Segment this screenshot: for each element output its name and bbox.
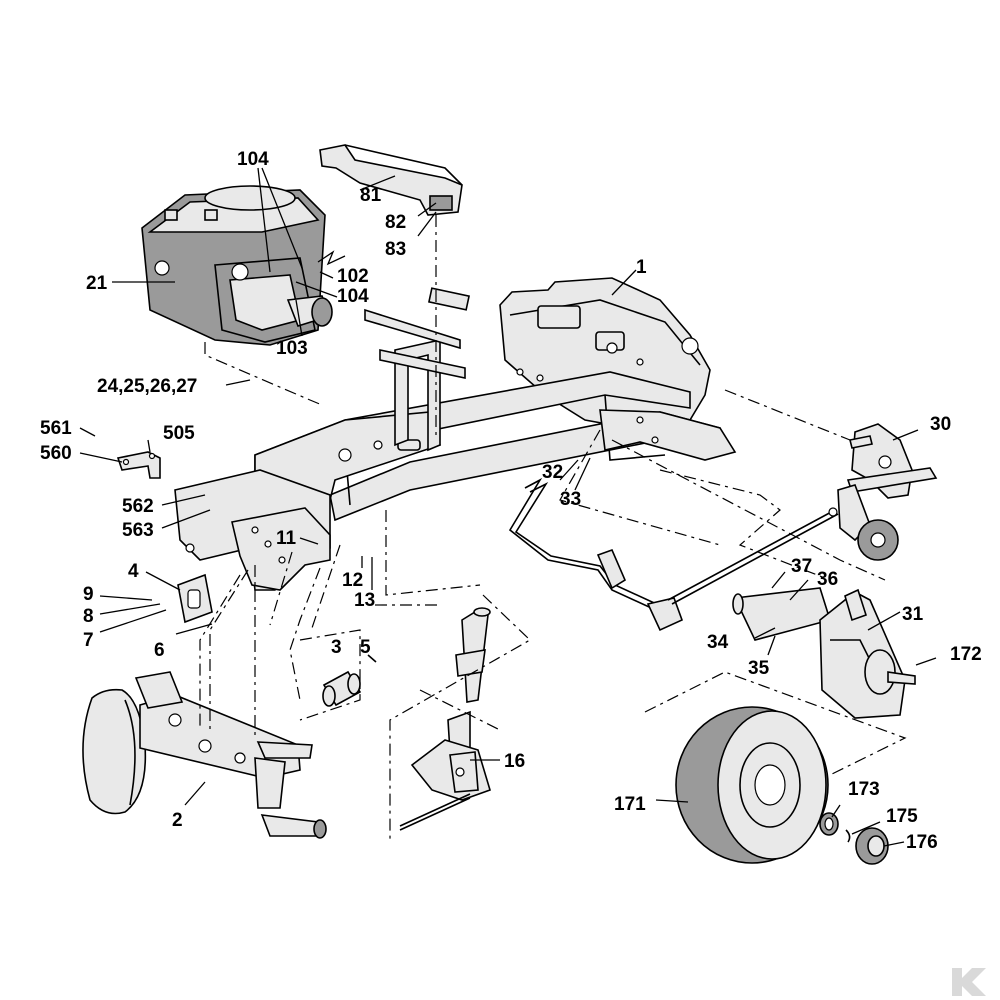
callout-505: 505	[163, 423, 195, 444]
bushing-part	[322, 670, 362, 707]
callout-172: 172	[950, 644, 982, 665]
callout-13: 13	[354, 590, 375, 611]
callout-104-right: 104	[337, 286, 369, 307]
callout-11: 11	[276, 528, 297, 549]
callout-33: 33	[560, 489, 581, 510]
callout-171: 171	[614, 794, 646, 815]
callout-16: 16	[504, 751, 525, 772]
engine-part	[141, 185, 333, 346]
callout-7: 7	[83, 630, 94, 651]
callout-5: 5	[360, 637, 371, 658]
leader-lines	[79, 167, 937, 847]
callout-37: 37	[791, 556, 812, 577]
callout-83: 83	[385, 239, 406, 260]
callout-102: 102	[337, 266, 369, 287]
steering-shaft-part	[399, 607, 491, 831]
callout-561: 561	[40, 418, 72, 439]
callout-35: 35	[748, 658, 770, 679]
callout-173: 173	[848, 779, 880, 800]
callout-560: 560	[40, 443, 72, 464]
clip-part	[845, 829, 851, 843]
steering-linkage-part	[508, 477, 839, 632]
callout-32: 32	[542, 462, 563, 483]
callout-176: 176	[906, 832, 938, 853]
callout-4: 4	[128, 561, 139, 582]
front-axle-part	[82, 671, 327, 839]
pin-part	[367, 654, 377, 663]
callout-36: 36	[817, 569, 838, 590]
corner-logo	[952, 968, 986, 996]
callout-8: 8	[83, 606, 94, 627]
hub-cap-part	[855, 827, 889, 865]
callout-81: 81	[360, 185, 382, 206]
callout-562: 562	[122, 496, 154, 517]
washer-part	[819, 812, 839, 836]
callout-82: 82	[385, 212, 406, 233]
callout-6: 6	[154, 640, 165, 661]
rear-wheel-part	[675, 706, 829, 864]
callout-1: 1	[636, 257, 647, 278]
callout-24-25-26-27: 24,25,26,27	[97, 376, 197, 397]
callout-104-top: 104	[237, 149, 269, 170]
callout-175: 175	[886, 806, 918, 827]
transaxle-bracket-part	[837, 423, 938, 561]
transaxle-part	[732, 587, 916, 719]
callout-30: 30	[930, 414, 951, 435]
main-frame-part	[174, 277, 737, 591]
callout-labels: 104 81 82 83 21 102 104 103 1 24,25,26,2…	[40, 149, 982, 853]
callout-12: 12	[342, 570, 363, 591]
engine-guard-part	[319, 144, 463, 216]
callout-3: 3	[331, 637, 342, 658]
spacer-plate-part	[177, 573, 213, 624]
callout-21: 21	[86, 273, 108, 294]
bracket-part	[116, 451, 161, 479]
assembly-lines	[199, 215, 907, 840]
callout-34: 34	[707, 632, 729, 653]
callout-2: 2	[172, 810, 183, 831]
callout-103: 103	[276, 338, 308, 359]
callout-563: 563	[122, 520, 154, 541]
callout-31: 31	[902, 604, 924, 625]
callout-9: 9	[83, 584, 94, 605]
